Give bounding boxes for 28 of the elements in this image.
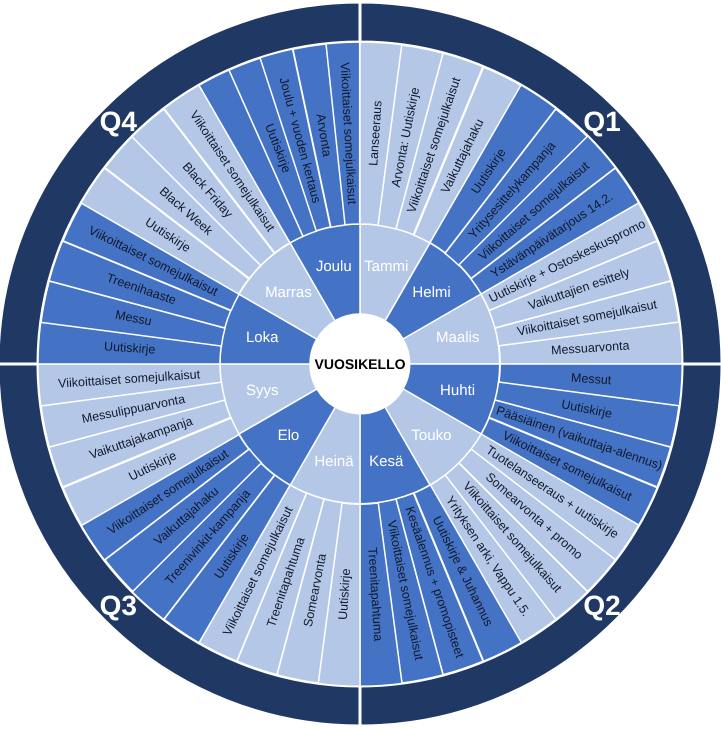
- activity-label: Viikoittaiset somejulkaisut: [58, 368, 201, 390]
- activity-label: Viikoittaiset somejulkaisut: [338, 62, 358, 204]
- month-label: Tammi: [364, 258, 408, 274]
- month-label: Maalis: [436, 330, 480, 346]
- activity-label: Uutiskirje: [337, 568, 353, 620]
- quarter-label: Q1: [583, 108, 621, 136]
- month-label: Helmi: [412, 285, 451, 300]
- month-label: Loka: [246, 330, 278, 346]
- activity-label: Treenitapahtuma: [366, 546, 384, 642]
- month-label: Joulu: [316, 258, 352, 274]
- month-label: Elo: [278, 428, 300, 443]
- month-label: Kesä: [369, 454, 404, 470]
- activity-label: Arvonta: [314, 113, 334, 158]
- month-label: Marras: [265, 285, 312, 300]
- activity-label: Lanseeraus: [366, 100, 384, 166]
- month-label: Huhti: [440, 382, 476, 398]
- activity-label: Messut: [570, 371, 612, 386]
- month-label: Heinä: [314, 454, 354, 470]
- activity-label: Uutiskirje: [104, 340, 156, 357]
- quarter-label: Q2: [583, 592, 621, 620]
- month-label: Syys: [246, 382, 278, 398]
- month-label: Touko: [411, 428, 452, 443]
- activity-label: Messu: [114, 308, 153, 328]
- activity-label: Uutiskirje: [560, 398, 614, 420]
- quarter-label: Q3: [100, 592, 138, 620]
- center-title: VUOSIKELLO: [314, 357, 406, 371]
- quarter-label: Q4: [100, 108, 138, 136]
- activity-label: Messuarvonta: [550, 340, 630, 358]
